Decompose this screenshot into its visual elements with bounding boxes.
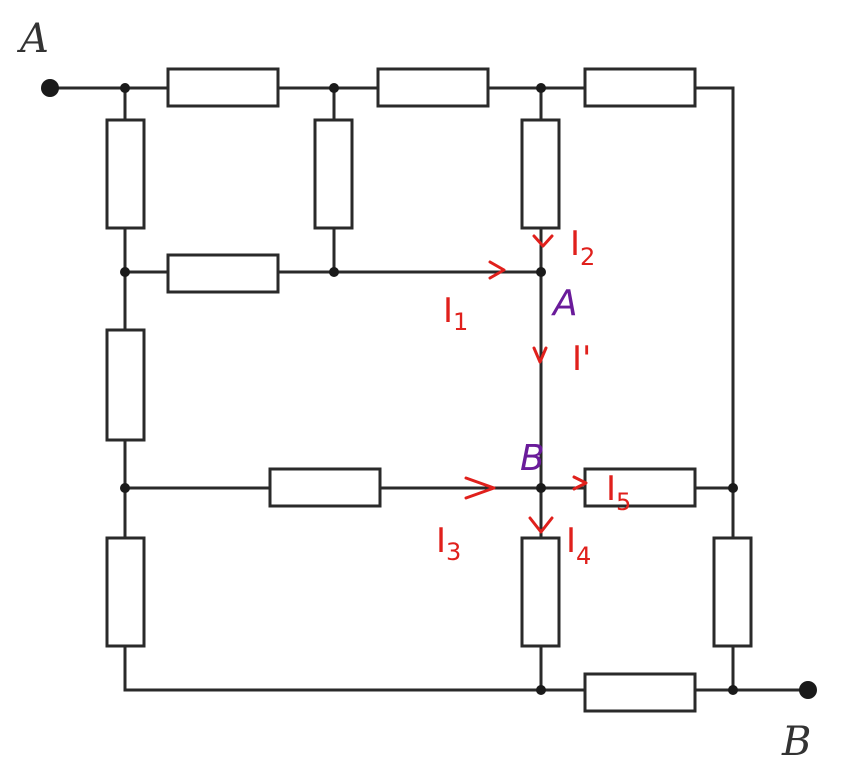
terminal-a-dot — [41, 79, 59, 97]
resistor — [583, 67, 697, 108]
junction-dot — [536, 685, 546, 695]
junction-dot — [536, 83, 546, 93]
junctions — [41, 79, 817, 699]
current-i4-label: I4 — [566, 521, 591, 570]
resistor — [313, 118, 354, 230]
resistor — [712, 536, 753, 648]
wires — [50, 86, 808, 692]
arrow-right-icon — [488, 260, 506, 280]
junction-dot — [728, 685, 738, 695]
arrow-down-icon — [532, 346, 548, 364]
arrow-down-icon — [528, 516, 554, 534]
arrow-right-icon — [572, 475, 588, 491]
terminal-a-label: A — [16, 16, 49, 62]
current-arrows — [464, 234, 588, 534]
current-i2-label: I2 — [570, 224, 595, 271]
resistor — [376, 67, 490, 108]
current-i3-label: I3 — [436, 521, 461, 566]
junction-dot — [536, 267, 546, 277]
resistor — [105, 328, 146, 442]
terminal-b-dot — [799, 681, 817, 699]
junction-dot — [329, 267, 339, 277]
wire-left-bottom — [123, 88, 808, 692]
junction-dot — [120, 267, 130, 277]
node-b-label: B — [520, 438, 545, 479]
resistor — [583, 672, 697, 713]
resistor — [166, 253, 280, 294]
resistor — [105, 536, 146, 648]
current-i1-label: I1 — [443, 291, 468, 336]
resistor — [583, 467, 697, 508]
current-labels: I1 I2 I' I3 I4 I5 — [436, 224, 631, 570]
junction-dot — [728, 483, 738, 493]
junction-dot — [120, 83, 130, 93]
junction-dot — [536, 483, 546, 493]
current-i-prime-label: I' — [572, 339, 591, 379]
resistor — [166, 67, 280, 108]
resistors — [105, 67, 753, 713]
arrow-right-icon — [464, 476, 496, 500]
junction-dot — [329, 83, 339, 93]
resistor — [268, 467, 382, 508]
junction-dot — [120, 483, 130, 493]
current-i5-label: I5 — [606, 469, 631, 516]
terminal-b-label: B — [781, 719, 811, 765]
resistor — [105, 118, 146, 230]
resistor — [520, 536, 561, 648]
resistor — [520, 118, 561, 230]
arrow-down-icon — [532, 234, 554, 248]
wire-top-right — [50, 86, 735, 690]
node-a-label: A — [551, 283, 578, 324]
